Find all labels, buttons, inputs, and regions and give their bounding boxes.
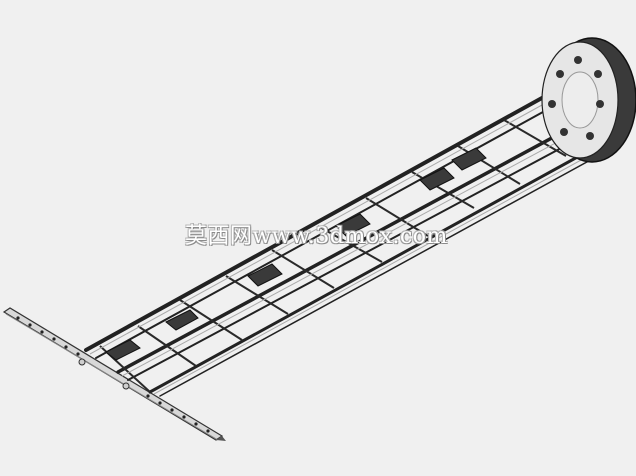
end-flange: [541, 37, 636, 163]
rail-highlights: [89, 93, 615, 395]
frame-rails: [84, 86, 617, 397]
carriage-blocks: [105, 147, 487, 361]
perforated-tube: [2, 307, 226, 441]
watermark-text: 莫西网www.3dmox.com: [185, 224, 448, 249]
